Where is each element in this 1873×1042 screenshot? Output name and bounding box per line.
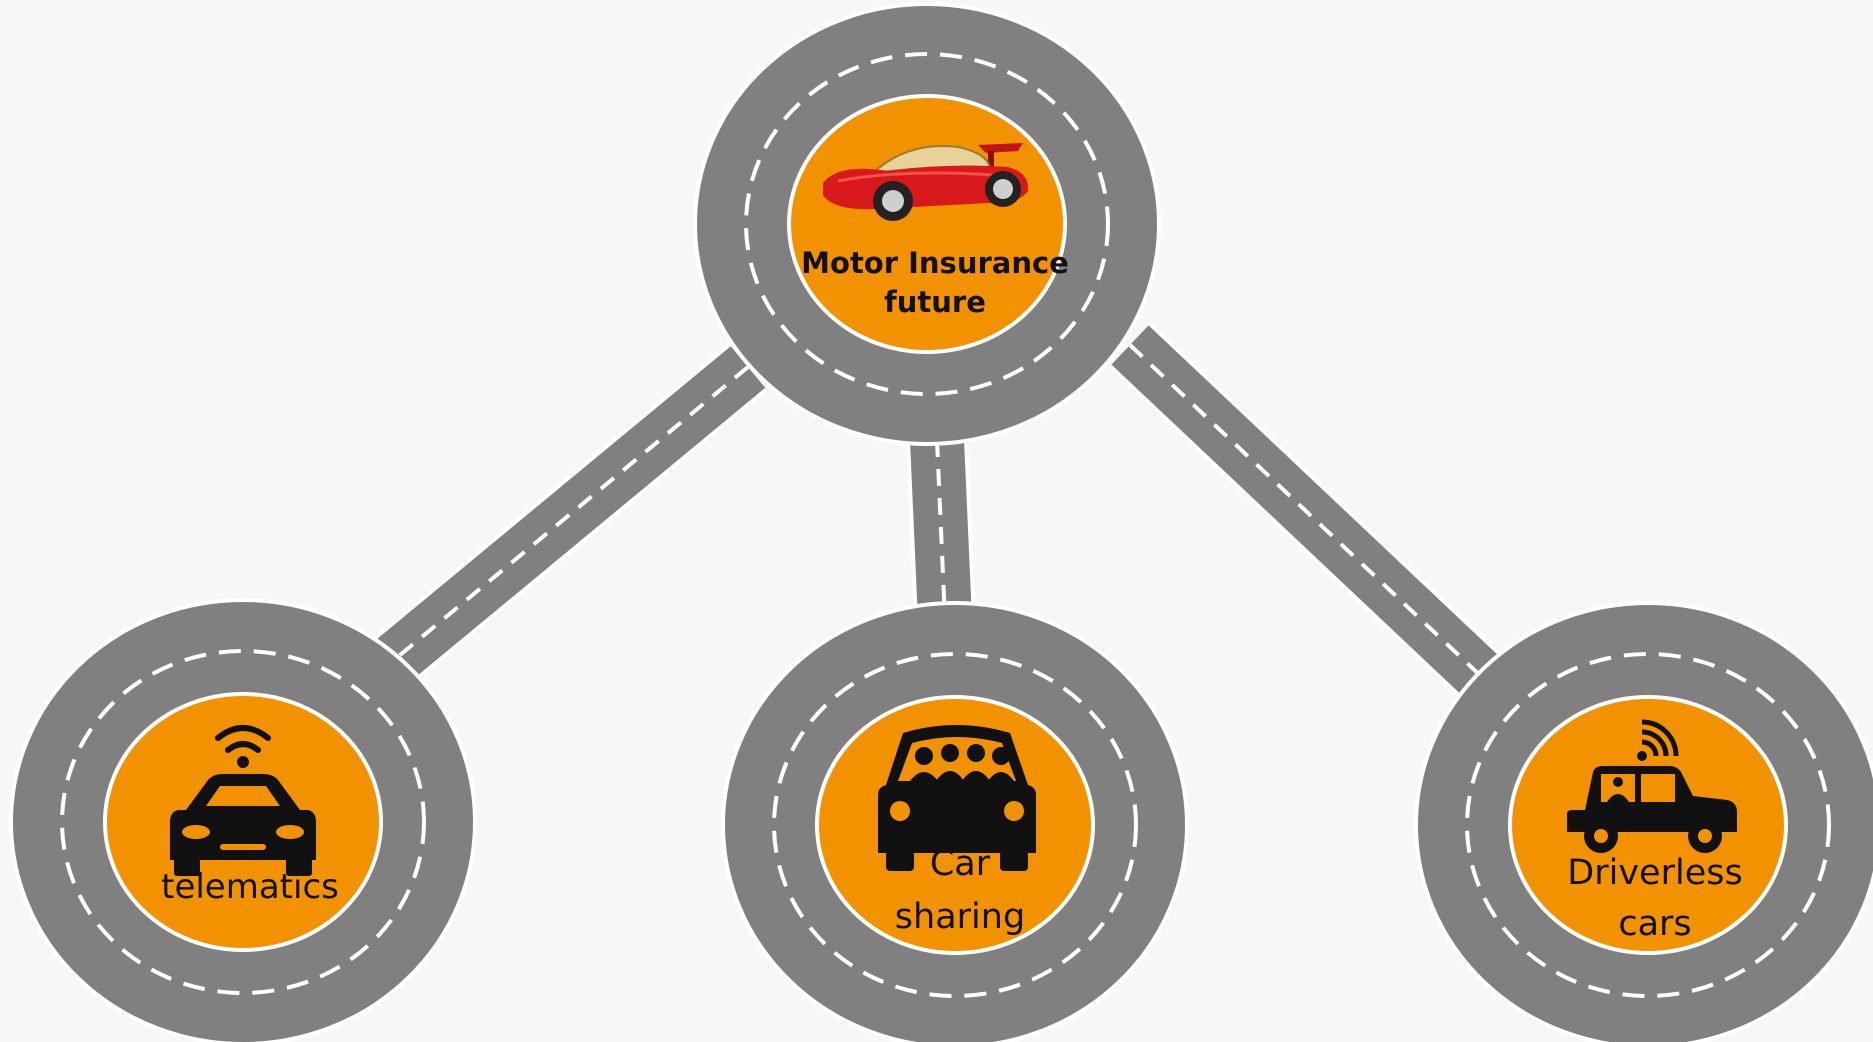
hub-roundabout — [693, 2, 1161, 446]
car-sharing-label-line-2: sharing — [894, 896, 1026, 937]
road-to-car-sharing — [906, 438, 976, 622]
road-to-telematics — [374, 343, 768, 684]
telematics-label: telematics — [130, 865, 370, 911]
driverless-car-icon — [1567, 719, 1737, 853]
hub-label: Motor Insurance future — [790, 244, 1080, 322]
driverless-label-line-2: cars — [1618, 903, 1692, 944]
hub-label-line-2: future — [884, 285, 986, 320]
red-sports-car-icon — [823, 143, 1029, 221]
car-sharing-icon — [878, 725, 1036, 871]
car-sharing-label-line-1: Car — [929, 844, 991, 884]
car-sharing-label: Car sharing — [845, 838, 1075, 943]
driverless-label: Driverless cars — [1530, 848, 1780, 950]
road-to-driverless — [1108, 322, 1507, 703]
driverless-label-line-1: Driverless — [1567, 853, 1743, 893]
connected-car-icon — [170, 725, 316, 876]
hub-label-line-1: Motor Insurance — [801, 246, 1069, 280]
telematics-label-line-1: telematics — [161, 867, 339, 907]
road-connectors — [374, 322, 1507, 703]
hub-center — [787, 94, 1067, 354]
